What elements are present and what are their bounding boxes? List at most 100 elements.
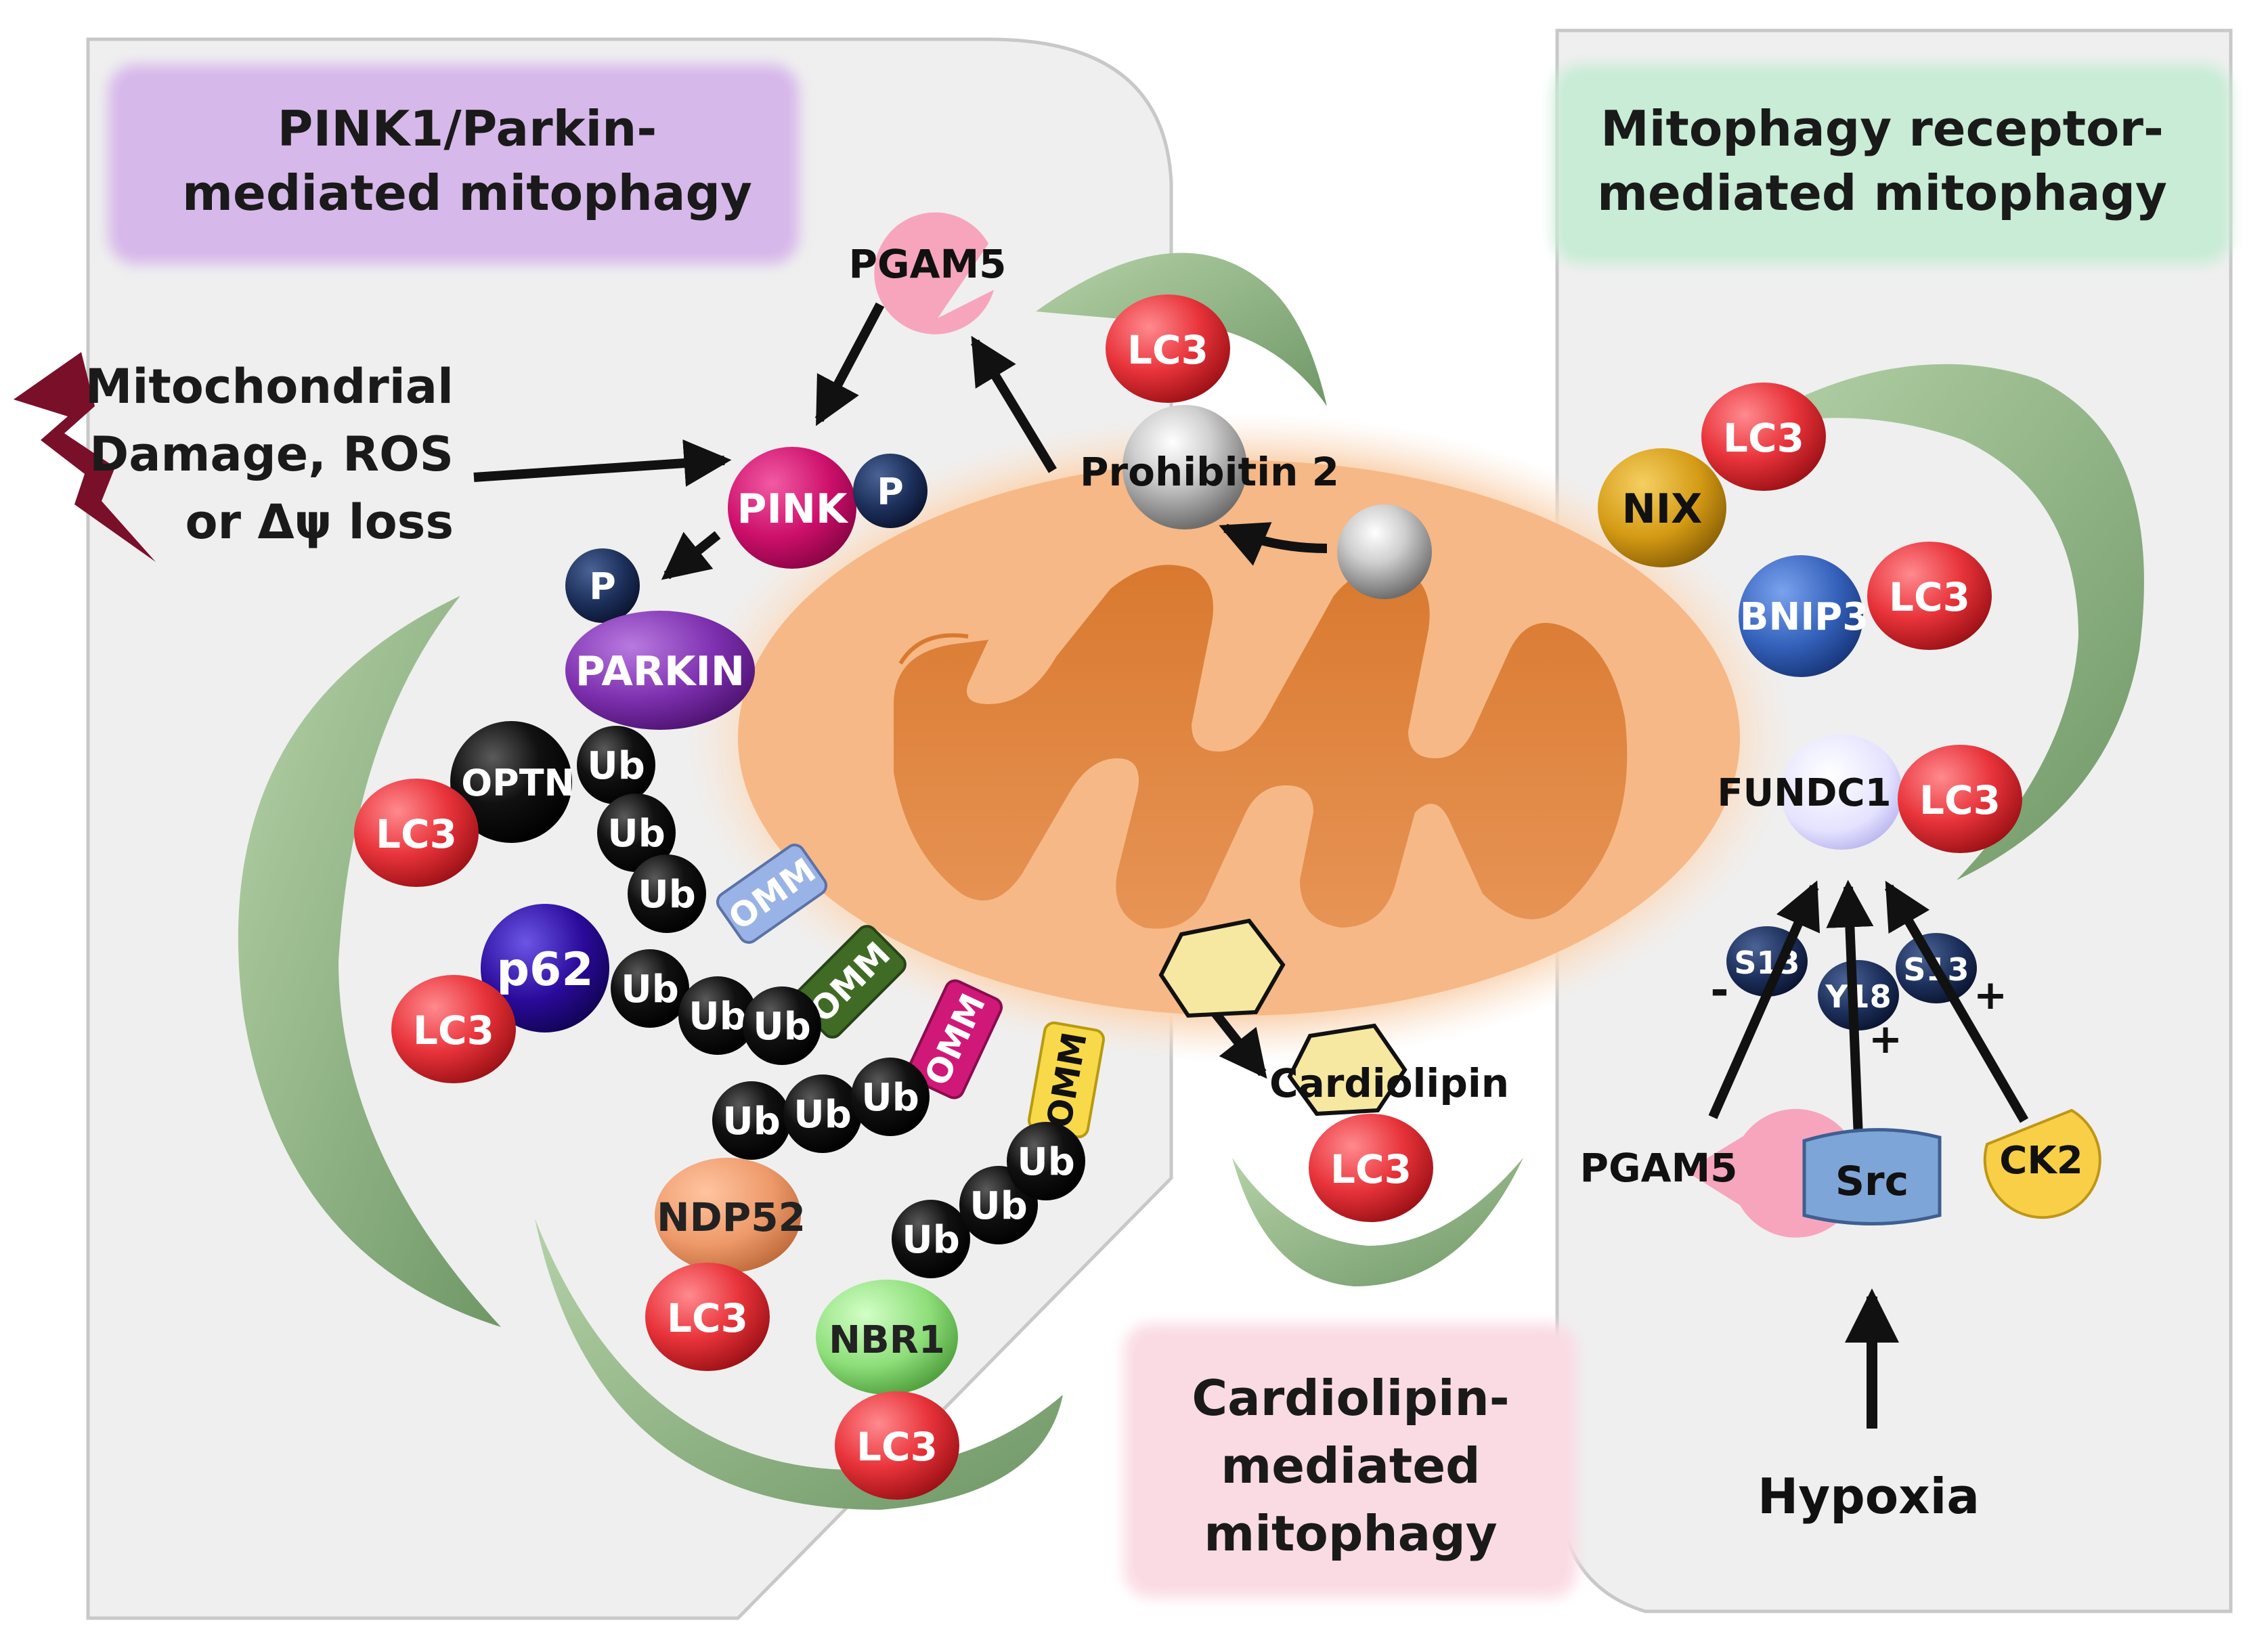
trigger-line2: Damage, ROS: [89, 427, 454, 482]
ck2-kinase: [1983, 1108, 2101, 1219]
bnip3-receptor: [1739, 555, 1863, 677]
lc3-nix: LC3: [1701, 383, 1826, 491]
svg-text:Ub: Ub: [1017, 1140, 1075, 1184]
fundc1-receptor: [1781, 735, 1902, 850]
prohibitin-label: Prohibitin 2: [1080, 449, 1339, 495]
arrow-pink-to-parkin: [661, 531, 721, 580]
svg-text:LC3: LC3: [1723, 415, 1804, 461]
ub-bead: [1007, 1122, 1085, 1200]
arrow-damage-to-pink: [473, 439, 732, 487]
ub-bead: [892, 1200, 970, 1278]
arrow-pgam5-to-s13: [1708, 880, 1820, 1119]
trigger-line3: or Δψ loss: [185, 494, 454, 550]
phagophore-bottom-center: [1232, 1158, 1523, 1286]
ub-bead: [678, 976, 757, 1055]
bottom-title-line2: mediated: [1221, 1437, 1480, 1494]
svg-text:Y18: Y18: [1825, 978, 1891, 1015]
svg-text:Ub: Ub: [722, 1100, 781, 1144]
ub-bead: [743, 986, 821, 1065]
arrow-src-to-y18: [1826, 879, 1874, 1138]
ub-bead: [611, 949, 689, 1028]
p62-label: p62: [496, 943, 593, 997]
pink-phospho-label: P: [877, 471, 904, 513]
pgam5-pacman-top: [874, 212, 994, 334]
left-title-line1: PINK1/Parkin-: [278, 100, 657, 157]
sign-plus-ck2: +: [1973, 972, 2007, 1019]
svg-text:Ub: Ub: [689, 995, 747, 1039]
ndp52-adaptor: [655, 1158, 801, 1273]
omm-tag-4: OMM: [1027, 1021, 1106, 1139]
svg-text:Ub: Ub: [621, 968, 679, 1012]
lightning-bolt-icon: [14, 352, 156, 562]
svg-text:Ub: Ub: [969, 1184, 1028, 1228]
pgam5-label-top: PGAM5: [848, 241, 1006, 287]
lc3-fundc1: LC3: [1898, 745, 2022, 853]
phagophore-right: [1733, 364, 2144, 880]
svg-text:LC3: LC3: [413, 1007, 494, 1053]
nix-receptor: [1598, 448, 1726, 567]
pink-kinase: [728, 447, 856, 569]
prohibitin-2-active: [1122, 405, 1247, 529]
sign-plus-y18: +: [1869, 1016, 1902, 1063]
fundc1-label: FUNDC1: [1717, 771, 1891, 815]
pgam5-label-right: PGAM5: [1579, 1145, 1737, 1191]
svg-text:Ub: Ub: [793, 1093, 852, 1137]
arrow-ck2-to-s13: [1884, 880, 2029, 1123]
svg-text:LC3: LC3: [667, 1295, 748, 1341]
lc3-ndp52: LC3: [645, 1263, 770, 1371]
arrow-prohibitin-to-pgam5: [971, 336, 1057, 473]
hypoxia-label: Hypoxia: [1758, 1468, 1980, 1525]
trigger-line1: Mitochondrial: [85, 359, 454, 414]
svg-text:Ub: Ub: [861, 1076, 919, 1120]
svg-text:LC3: LC3: [856, 1424, 938, 1470]
site-y18: Y18: [1818, 960, 1899, 1030]
cardiolipin-label: Cardiolipin: [1269, 1060, 1509, 1106]
lc3-prohibitin: LC3: [1106, 295, 1230, 403]
lc3-bnip3: LC3: [1867, 542, 1992, 650]
phagophore-top: [1036, 253, 1327, 406]
arrow-cardiolipin-externalization: [1208, 1005, 1267, 1079]
parkin: [565, 611, 755, 730]
src-label: Src: [1835, 1158, 1909, 1205]
svg-text:LC3: LC3: [376, 811, 457, 857]
svg-text:Ub: Ub: [902, 1218, 960, 1262]
parkin-phospho: [565, 548, 640, 623]
parkin-label: PARKIN: [575, 648, 745, 695]
prohibitin-2-inner: [1337, 504, 1432, 599]
ub-chain-p62: Ub Ub Ub: [611, 949, 821, 1065]
ub-chain-optn: Ub Ub Ub: [577, 726, 706, 933]
lc3-p62: LC3: [391, 975, 516, 1083]
svg-text:Ub: Ub: [753, 1005, 811, 1049]
svg-text:LC3: LC3: [1919, 777, 2001, 823]
svg-text:Ub: Ub: [587, 744, 645, 788]
right-title-line1: Mitophagy receptor-: [1600, 100, 2164, 157]
bnip3-label: BNIP3: [1740, 595, 1869, 639]
cardiolipin-inner: [1158, 918, 1286, 1018]
optn-adaptor: [450, 721, 572, 843]
parkin-phospho-label: P: [589, 565, 616, 608]
pink-label: PINK: [737, 485, 849, 533]
ub-bead: [628, 854, 706, 933]
ub-bead: [851, 1058, 930, 1136]
nix-label: NIX: [1622, 485, 1703, 533]
ub-bead: [597, 794, 676, 872]
svg-text:LC3: LC3: [1889, 574, 1970, 620]
src-kinase: [1802, 1128, 1942, 1225]
ub-bead: [783, 1074, 862, 1153]
mito-cristae: [894, 565, 1628, 929]
p62-adaptor: [481, 904, 609, 1032]
cardiolipin-outer: [1287, 1023, 1408, 1116]
ndp52-label: NDP52: [657, 1194, 806, 1240]
lc3-optn: LC3: [354, 779, 479, 887]
pink-phospho: [853, 454, 928, 528]
ck2-label: CK2: [1999, 1139, 2082, 1183]
ub-chain-nbr1: Ub Ub Ub: [892, 1122, 1085, 1278]
ub-chain-ndp52: Ub Ub Ub: [712, 1058, 930, 1160]
optn-label: OPTN: [461, 762, 575, 804]
bottom-title-line1: Cardiolipin-: [1192, 1370, 1509, 1427]
svg-text:Ub: Ub: [607, 812, 666, 856]
svg-text:LC3: LC3: [1330, 1146, 1412, 1192]
ub-bead: [577, 726, 655, 804]
svg-text:Ub: Ub: [638, 873, 696, 917]
